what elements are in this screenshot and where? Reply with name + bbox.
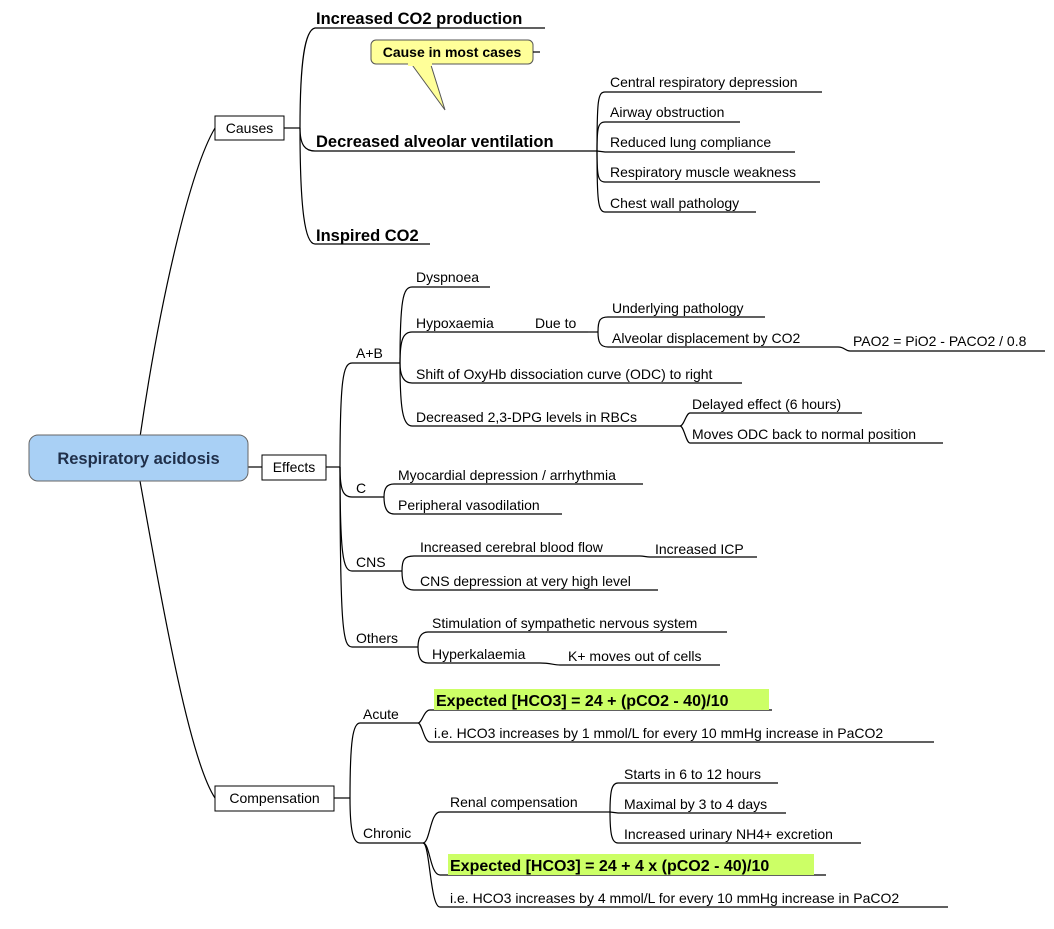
hyperkalaemia: Hyperkalaemia <box>432 646 526 662</box>
causes-branch: Causes Increased CO2 production Decrease… <box>214 10 798 245</box>
delayed-effect: Delayed effect (6 hours) <box>692 396 841 412</box>
hypoxaemia: Hypoxaemia <box>416 315 494 331</box>
c-label: C <box>356 480 366 496</box>
effects-label: Effects <box>273 459 316 475</box>
moves-odc-back: Moves ODC back to normal position <box>692 426 916 442</box>
reduced-lung-compliance: Reduced lung compliance <box>610 134 771 150</box>
cause-decreased-alveolar-ventilation: Decreased alveolar ventilation <box>316 133 554 151</box>
acute-note: i.e. HCO3 increases by 1 mmol/L for ever… <box>434 725 883 741</box>
sympathetic-stimulation: Stimulation of sympathetic nervous syste… <box>432 615 697 631</box>
root-label: Respiratory acidosis <box>57 450 219 468</box>
renal-compensation: Renal compensation <box>450 794 578 810</box>
increased-urinary-nh4: Increased urinary NH4+ excretion <box>624 826 833 842</box>
increased-icp: Increased ICP <box>655 541 744 557</box>
airway-obstruction: Airway obstruction <box>610 104 724 120</box>
starts-in-6-to-12-hours: Starts in 6 to 12 hours <box>624 766 761 782</box>
acute-formula-highlight <box>434 689 769 710</box>
due-to: Due to <box>535 315 576 331</box>
effects-node[interactable]: Effects <box>261 454 327 481</box>
myocardial-depression: Myocardial depression / arrhythmia <box>398 467 616 483</box>
root-node[interactable]: Respiratory acidosis <box>28 434 249 482</box>
odc-shift-right: Shift of OxyHb dissociation curve (ODC) … <box>416 366 713 382</box>
increased-cerebral-blood-flow: Increased cerebral blood flow <box>420 539 604 555</box>
alveolar-gas-equation: PAO2 = PiO2 - PACO2 / 0.8 <box>853 333 1027 349</box>
compensation-branch: Compensation Acute Expected [HCO3] = 24 … <box>214 689 899 906</box>
respiratory-muscle-weakness: Respiratory muscle weakness <box>610 164 796 180</box>
chronic-formula: Expected [HCO3] = 24 + 4 x (pCO2 - 40)/1… <box>450 858 769 875</box>
alveolar-displacement: Alveolar displacement by CO2 <box>612 330 801 346</box>
compensation-node[interactable]: Compensation <box>214 785 335 812</box>
callout-cause-in-most-cases: Cause in most cases <box>370 39 540 111</box>
chronic-formula-highlight <box>448 854 814 875</box>
connectors <box>139 27 1045 908</box>
dyspnoea: Dyspnoea <box>416 269 479 285</box>
cns-depression: CNS depression at very high level <box>420 573 631 589</box>
causes-label: Causes <box>226 120 273 136</box>
underlying-pathology: Underlying pathology <box>612 300 744 316</box>
others-label: Others <box>356 630 398 646</box>
chronic-label: Chronic <box>363 825 411 841</box>
chronic-note: i.e. HCO3 increases by 4 mmol/L for ever… <box>450 890 899 906</box>
cause-increased-co2-production: Increased CO2 production <box>316 10 522 28</box>
cns-label: CNS <box>356 554 386 570</box>
chest-wall-pathology: Chest wall pathology <box>610 195 739 211</box>
peripheral-vasodilation: Peripheral vasodilation <box>398 497 540 513</box>
cause-inspired-co2: Inspired CO2 <box>316 227 419 245</box>
maximal-by-3-to-4-days: Maximal by 3 to 4 days <box>624 796 767 812</box>
compensation-label: Compensation <box>229 790 319 806</box>
acute-formula: Expected [HCO3] = 24 + (pCO2 - 40)/10 <box>436 693 729 710</box>
callout-label: Cause in most cases <box>383 44 522 60</box>
decreased-23-dpg: Decreased 2,3-DPG levels in RBCs <box>416 409 637 425</box>
effects-branch: Effects A+B Dyspnoea Hypoxaemia Due to U… <box>261 269 1027 664</box>
causes-node[interactable]: Causes <box>214 115 285 141</box>
k-moves-out-of-cells: K+ moves out of cells <box>568 648 701 664</box>
acute-label: Acute <box>363 706 399 722</box>
ab-label: A+B <box>356 345 383 361</box>
central-respiratory-depression: Central respiratory depression <box>610 74 798 90</box>
